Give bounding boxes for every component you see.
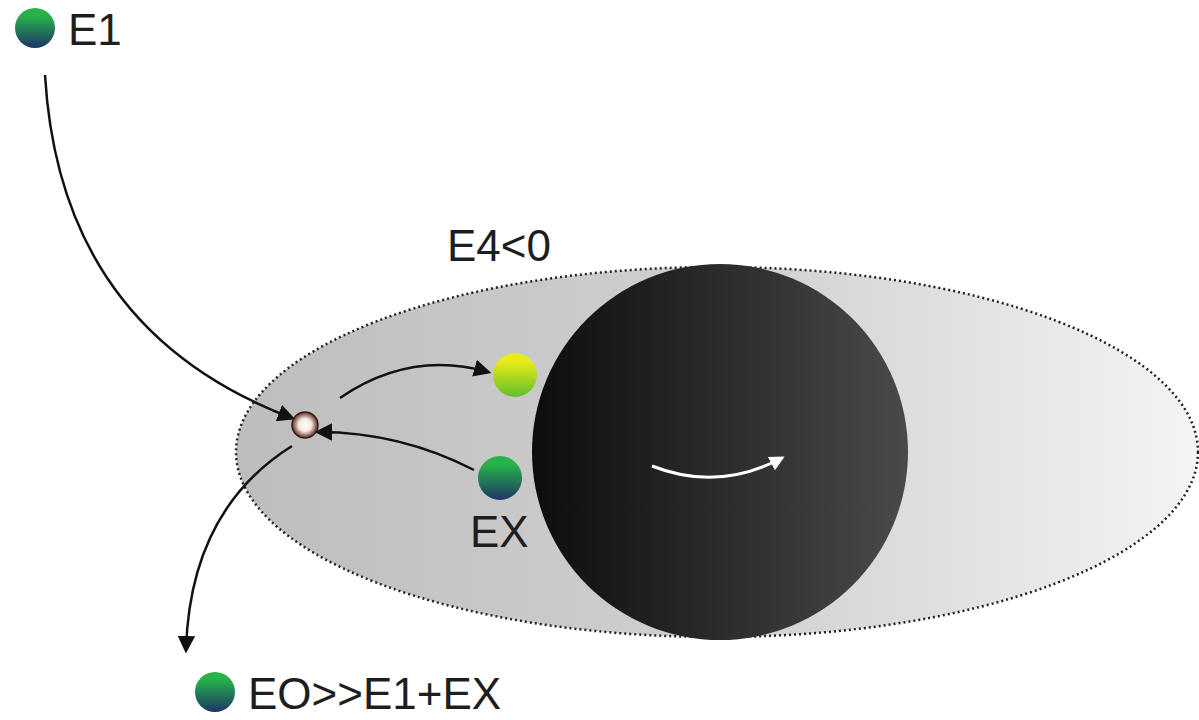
particle bbox=[15, 8, 55, 48]
rotation-arrow bbox=[652, 458, 782, 477]
energy-label: EO>>E1+EX bbox=[248, 672, 501, 716]
particle bbox=[195, 672, 235, 712]
negative-energy-path bbox=[340, 365, 488, 398]
particle bbox=[478, 456, 522, 500]
partner-path bbox=[318, 432, 474, 470]
ergosphere-label: E4<0 bbox=[447, 224, 551, 268]
black-hole bbox=[532, 264, 908, 640]
energy-label: EX bbox=[470, 510, 529, 554]
energy-label: E1 bbox=[68, 8, 122, 52]
infall-path bbox=[45, 75, 292, 418]
collision-point bbox=[292, 412, 318, 438]
escape-path bbox=[186, 446, 292, 650]
particle bbox=[493, 353, 537, 397]
